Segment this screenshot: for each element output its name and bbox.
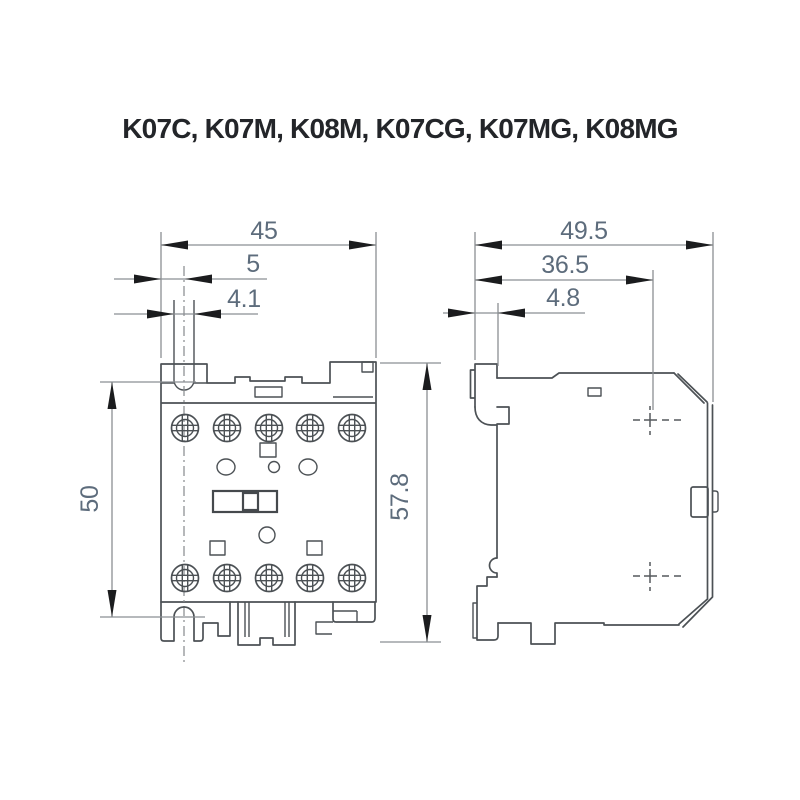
arrowhead — [161, 240, 188, 250]
dim-label-5: 5 — [246, 250, 260, 278]
dim-overall-height: 57.8 — [380, 362, 441, 643]
terminal-screw — [212, 563, 242, 593]
side-top-face — [496, 372, 675, 379]
terminal-screw — [254, 563, 284, 593]
center-mark — [633, 562, 681, 591]
page-title: K07C, K07M, K08M, K07CG, K07MG, K08MG — [122, 113, 678, 144]
side-front-face — [673, 372, 714, 628]
dim-label-45: 45 — [250, 217, 277, 245]
dim-label-57-8: 57.8 — [386, 473, 414, 520]
arrowhead — [448, 308, 475, 318]
front-foot-slots — [244, 602, 290, 637]
side-latch — [690, 486, 709, 518]
arrowhead — [107, 590, 117, 617]
dim-label-49-5: 49.5 — [560, 217, 607, 245]
dim-body-depth: 36.5 — [475, 251, 654, 410]
front-face-square — [209, 540, 226, 556]
din-bump — [488, 557, 498, 578]
din-lower-jaw — [476, 576, 499, 641]
terminal-screw — [337, 563, 367, 593]
front-face-square — [306, 540, 323, 556]
arrowhead — [107, 382, 117, 409]
selector-knob — [241, 491, 260, 512]
dim-label-4-1: 4.1 — [227, 285, 261, 313]
terminal-screw — [170, 413, 200, 443]
dim-label-36-5: 36.5 — [541, 251, 588, 279]
dim-label-50: 50 — [76, 485, 104, 512]
arrowhead — [134, 274, 161, 284]
din-spring-lip — [472, 602, 477, 639]
arrowhead — [475, 275, 502, 285]
front-face-oval — [216, 458, 236, 476]
front-face-circle — [258, 526, 276, 544]
center-mark — [633, 406, 681, 435]
terminal-screw — [295, 563, 325, 593]
front-face-dot — [267, 460, 281, 474]
front-foot-middle — [237, 601, 296, 646]
side-face-inset — [587, 387, 602, 397]
front-view: 45 5 4.1 50 — [76, 217, 441, 662]
side-bottom-face — [497, 622, 680, 645]
front-foot-right — [332, 601, 376, 623]
terminal-screw — [212, 413, 242, 443]
terminal-screw — [254, 413, 284, 443]
side-latch-tab — [712, 490, 719, 513]
front-top-inset — [254, 386, 283, 398]
arrowhead — [422, 615, 432, 642]
terminal-screw — [170, 563, 200, 593]
arrowhead — [194, 309, 221, 319]
arrowhead — [422, 363, 432, 390]
dim-label-4-8: 4.8 — [546, 284, 580, 312]
arrowhead — [475, 240, 502, 250]
side-view: 49.5 36.5 4.8 — [443, 217, 719, 645]
arrowhead — [349, 240, 376, 250]
terminal-screws — [170, 413, 367, 593]
dim-hole-spacing: 50 — [76, 381, 205, 618]
front-top-step — [361, 361, 374, 373]
side-rear-hook — [469, 363, 498, 408]
dim-slot-width: 4.1 — [114, 285, 261, 319]
front-face-square — [259, 442, 277, 458]
arrowhead — [626, 275, 653, 285]
front-foot-left — [160, 601, 231, 642]
front-body-outline — [160, 361, 377, 603]
front-face-oval — [298, 458, 318, 476]
selector-switch — [211, 489, 279, 514]
dim-hole-offset: 5 — [114, 250, 267, 284]
terminal-screw — [295, 413, 325, 443]
front-top-line — [161, 382, 373, 398]
terminal-screw — [337, 413, 367, 443]
arrowhead — [147, 309, 174, 319]
arrowhead — [185, 274, 212, 284]
dim-rail-recess: 4.8 — [443, 284, 585, 366]
front-foot-right-detail — [315, 610, 358, 635]
dim-overall-depth: 49.5 — [474, 217, 714, 402]
dim-overall-width: 45 — [160, 217, 377, 358]
arrowhead — [686, 240, 713, 250]
arrowhead — [498, 308, 525, 318]
din-claw — [474, 406, 510, 559]
